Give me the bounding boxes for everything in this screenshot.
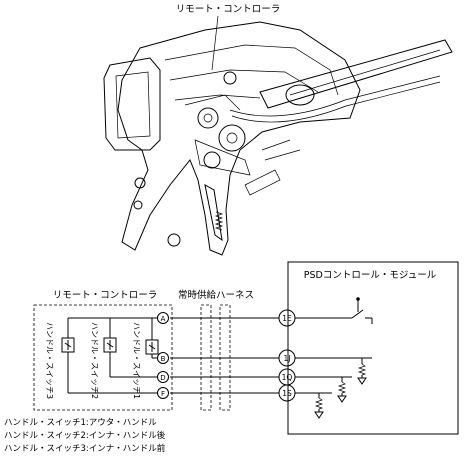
handle-switch-2: ハンドル・スイッチ2 xyxy=(90,317,158,399)
latch-pivot xyxy=(197,107,219,129)
illustration-callout-label: リモート・コントローラ xyxy=(176,4,281,15)
wiring-schematic: リモート・コントローラ 常時供給ハーネス PSDコントロール・モジュール A B… xyxy=(33,261,459,435)
module-terminal-1e-label: 1E xyxy=(282,314,292,323)
module-1e-switch-circuit xyxy=(295,297,373,324)
switch-3-label: ハンドル・スイッチ3 xyxy=(45,322,54,399)
module-terminal-1s: 1S xyxy=(278,384,296,402)
controller-terminal-f: F xyxy=(157,387,169,399)
handle-housing xyxy=(103,57,161,151)
controller-terminal-a: A xyxy=(157,312,169,324)
switch-2-label: ハンドル・スイッチ2 xyxy=(90,322,99,399)
module-1j-pulldown xyxy=(295,357,372,385)
door-latch-illustration: リモート・コントローラ xyxy=(103,4,453,256)
module-terminal-1q-label: 1Q xyxy=(282,373,293,382)
module-terminal-1j-label: 1J xyxy=(284,354,291,363)
module-terminal-1q: 1Q xyxy=(278,368,296,386)
module-1q-pulldown xyxy=(295,376,352,403)
legend-line-3: ハンドル・スイッチ3:インナ・ハンドル前 xyxy=(4,443,166,454)
control-cable xyxy=(229,75,441,117)
module-terminal-1s-label: 1S xyxy=(282,389,292,398)
controller-terminal-b: B xyxy=(157,352,169,364)
controller-terminal-d: D xyxy=(157,371,169,383)
door-frame-outline xyxy=(117,21,361,256)
controller-terminal-b-label: B xyxy=(161,355,166,363)
psd-module-box xyxy=(287,261,459,435)
legend-line-2: ハンドル・スイッチ2:インナ・ハンドル後 xyxy=(4,430,166,441)
harness-label: 常時供給ハーネス xyxy=(178,289,254,301)
legend-line-1: ハンドル・スイッチ1:アウタ・ハンドル xyxy=(4,418,157,428)
controller-terminal-f-label: F xyxy=(161,390,165,398)
return-spring xyxy=(214,211,224,231)
switch-1-label: ハンドル・スイッチ1 xyxy=(132,322,141,399)
handle-switch-1: ハンドル・スイッチ1 xyxy=(132,317,159,399)
module-terminal-1e: 1E xyxy=(278,309,296,327)
handle-switch-3: ハンドル・スイッチ3 xyxy=(45,317,158,399)
module-label: PSDコントロール・モジュール xyxy=(304,270,437,281)
switch-legend: ハンドル・スイッチ1:アウタ・ハンドル ハンドル・スイッチ2:インナ・ハンドル後… xyxy=(4,418,166,454)
latch-gear xyxy=(218,124,246,152)
callout-leader-line xyxy=(211,15,219,71)
controller-label: リモート・コントローラ xyxy=(53,290,158,301)
module-1s-pulldown xyxy=(295,392,332,419)
module-terminal-1j: 1J xyxy=(278,349,296,367)
controller-terminal-a-label: A xyxy=(161,315,166,323)
controller-terminal-d-label: D xyxy=(160,374,165,382)
actuator-rod xyxy=(259,39,453,109)
